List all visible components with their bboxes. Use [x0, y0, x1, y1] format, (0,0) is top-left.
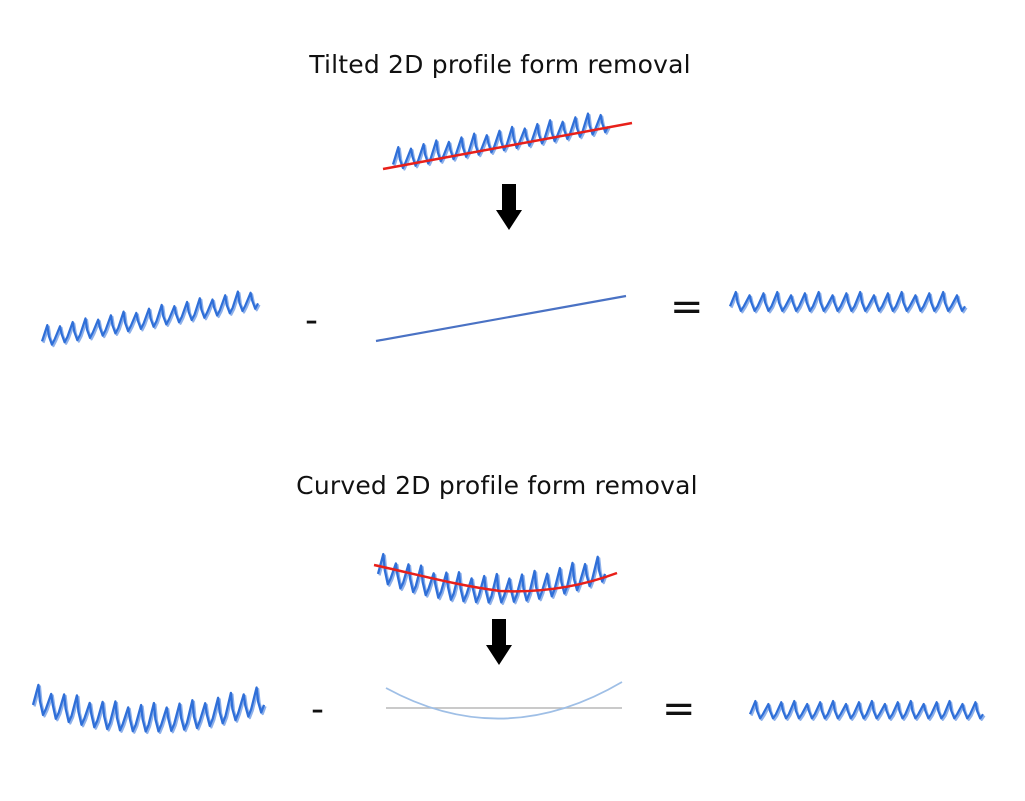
- tilted-original-trace: [391, 112, 609, 170]
- curved-minus-sign: -: [311, 689, 324, 730]
- curved-fit-curve: [373, 563, 618, 593]
- tilted-form-line: [375, 294, 627, 343]
- tilted-profile-result: [728, 290, 968, 314]
- curved-left-trace-shadow: [33, 685, 267, 735]
- tilted-minus-sign: -: [305, 300, 318, 341]
- curved-profile-result: [748, 699, 986, 721]
- tilted-fit-line: [382, 121, 633, 171]
- curved-result-trace: [748, 699, 984, 720]
- tilted-left-trace: [40, 290, 259, 346]
- tilted-result-trace: [728, 290, 966, 312]
- tilted-profile-input: [40, 290, 261, 348]
- curved-section-title: Curved 2D profile form removal: [296, 471, 698, 500]
- curved-left-trace: [31, 683, 266, 733]
- down-arrow-icon: [496, 184, 522, 230]
- curved-form-curve: [385, 681, 623, 720]
- curved-equals-sign: =: [662, 686, 696, 732]
- curved-original-profile: [376, 552, 608, 606]
- curved-profile-input: [31, 683, 267, 735]
- tilted-equals-sign: =: [670, 284, 704, 330]
- curved-result-trace-shadow: [750, 701, 986, 721]
- tilted-section-title: Tilted 2D profile form removal: [309, 50, 691, 79]
- down-arrow-shape: [496, 184, 522, 230]
- down-arrow-icon: [486, 619, 512, 665]
- down-arrow-shape: [486, 619, 512, 665]
